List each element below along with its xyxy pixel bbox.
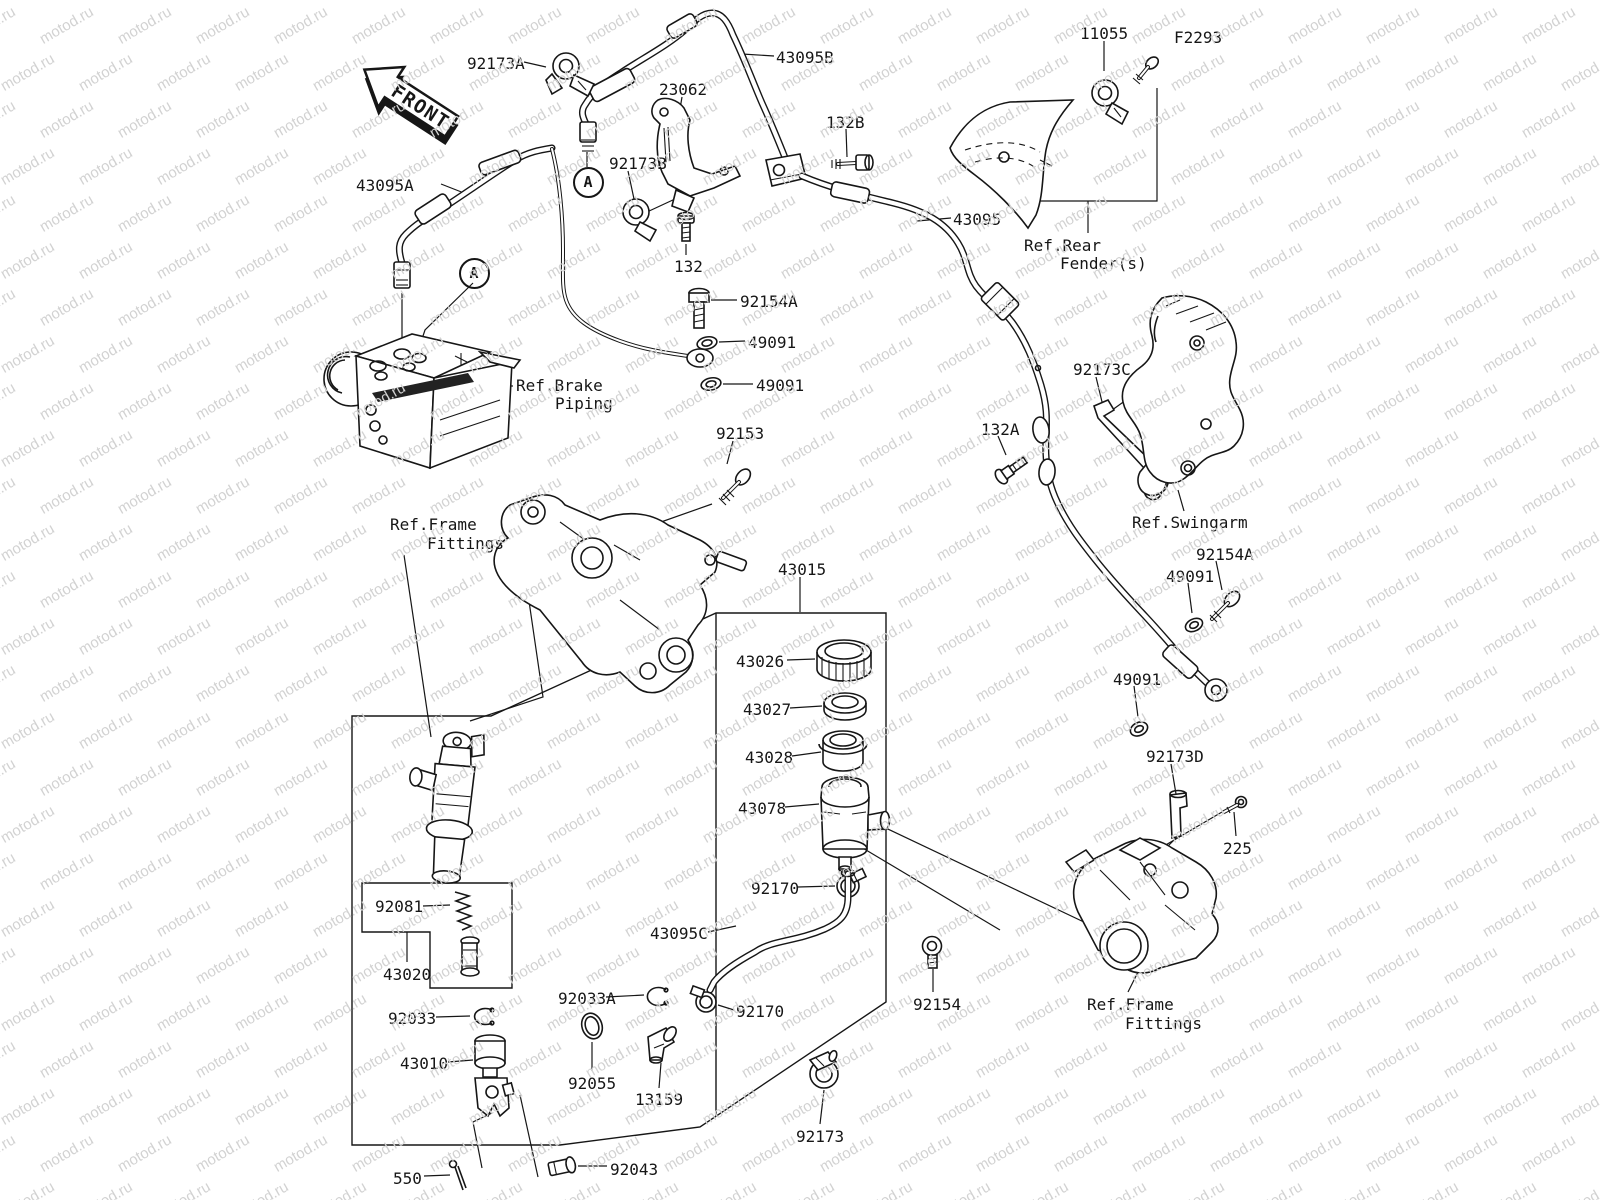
group-boxes: [351, 612, 887, 1146]
clamp-92173: [808, 1049, 839, 1089]
oring-92055: [580, 1012, 604, 1040]
clamp-92173A: [545, 52, 596, 98]
banjo-fitting: [686, 348, 714, 368]
hose-43095A: [393, 144, 556, 289]
pipe-43095A-to-banjo: [550, 147, 714, 368]
screw-225: [1222, 795, 1248, 814]
plate-43027: [823, 692, 867, 721]
washer-49091-4: [1129, 721, 1149, 737]
clamp-11055: [1091, 56, 1160, 126]
part-92173D: [1169, 789, 1188, 839]
bolt-92154A-1: [688, 287, 710, 329]
hose-43095: [798, 172, 1228, 702]
leader-lines: [401, 41, 1237, 1178]
rear-fender: [949, 99, 1075, 230]
master-cylinder: [409, 731, 485, 884]
hose-43095B: [578, 9, 790, 164]
washer-49091-2: [700, 376, 722, 392]
footpeg-bracket: [493, 494, 748, 694]
junction-block: [765, 153, 807, 187]
reservoir-43078: [820, 776, 891, 873]
elbow-13159: [647, 1026, 677, 1064]
diaphragm-43028: [818, 730, 868, 772]
spring-92081: [453, 891, 474, 931]
pushrod-43020: [460, 936, 480, 977]
cap-43026: [816, 639, 872, 682]
cotter-pin-550: [448, 1159, 467, 1191]
front-arrow: FRONT: [362, 65, 460, 145]
bolt-132: [677, 211, 695, 242]
washer-49091-1: [696, 335, 718, 351]
hose-43095C: [706, 868, 856, 994]
bolt-132B: [831, 154, 874, 171]
clamp-92170-2: [689, 984, 717, 1013]
pin-92043: [547, 1156, 577, 1177]
clevis-43010: [474, 1034, 516, 1118]
bolt-132A: [994, 455, 1029, 485]
circlip-92033A: [646, 986, 669, 1007]
bolt-92153: [718, 468, 752, 506]
bolt-92154: [921, 935, 943, 969]
circlip-92033: [473, 1007, 495, 1026]
bolt-92154A-2: [1209, 590, 1241, 623]
clamp-92173B: [622, 198, 658, 243]
banjo-43095-end: [1204, 678, 1228, 702]
washer-49091-3: [1184, 617, 1204, 633]
caliper-bracket: [1064, 837, 1219, 974]
abs-module-drawing: [323, 333, 522, 470]
swingarm-bracket: [1121, 294, 1245, 484]
bracket-23062: [651, 97, 742, 214]
